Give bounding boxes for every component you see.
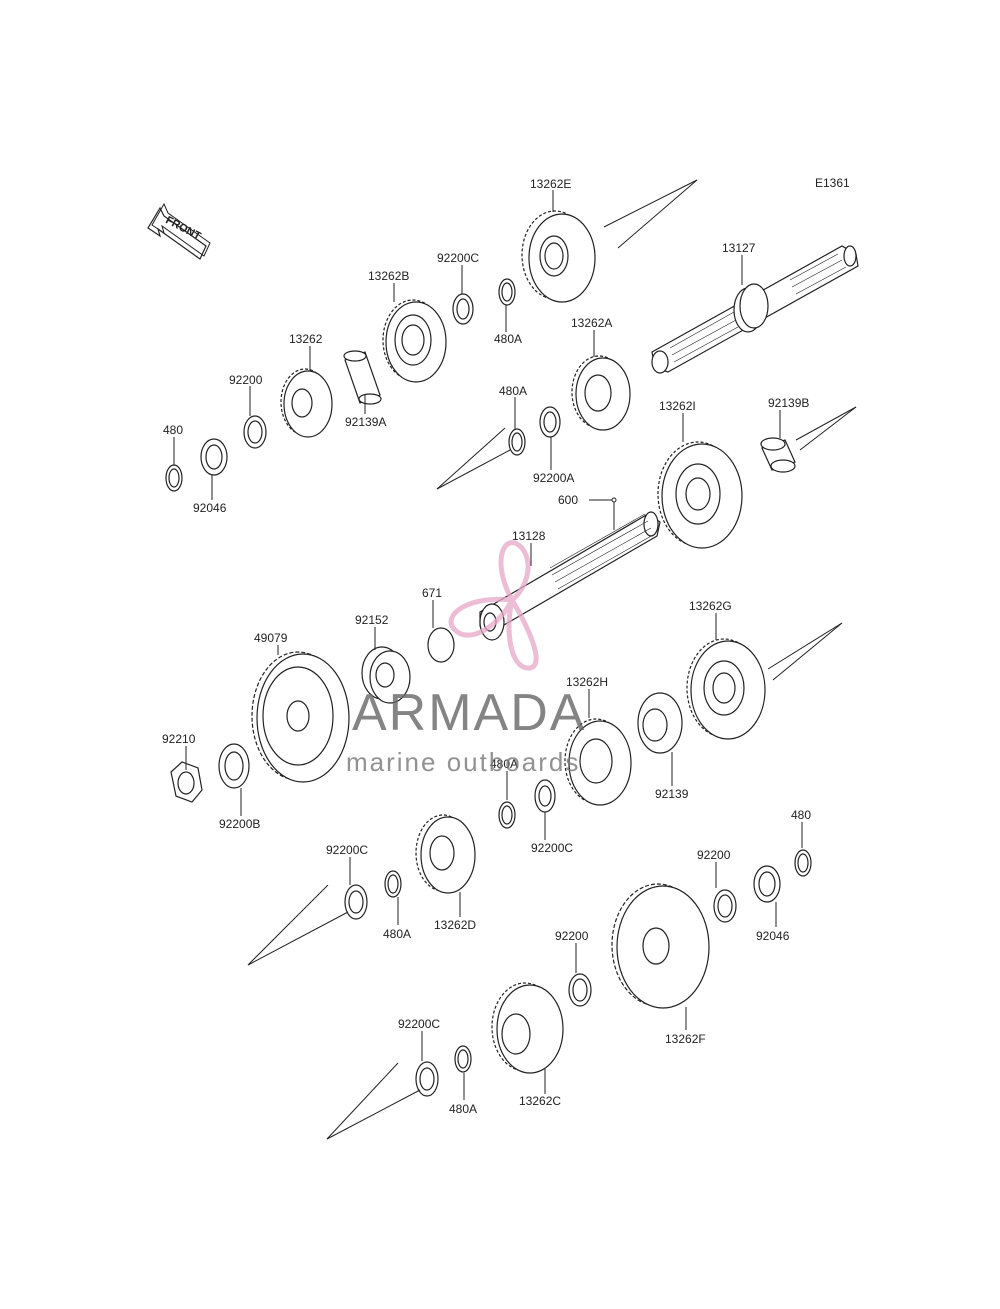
circlip-480A-top xyxy=(498,278,516,306)
axis-line xyxy=(617,179,698,249)
washer-92200-top xyxy=(243,415,267,449)
circlip-480-top xyxy=(165,464,183,492)
shaft-13127 xyxy=(651,245,859,374)
watermark: ARMADA marine outboards xyxy=(346,540,586,777)
label-92210: 92210 xyxy=(162,732,196,746)
label-92046-top: 92046 xyxy=(193,501,227,515)
label-480A-low: 480A xyxy=(490,757,518,771)
label-480-top: 480 xyxy=(163,423,183,437)
spacer-92152 xyxy=(361,646,411,704)
label-92200C-bottom: 92200C xyxy=(398,1017,440,1031)
label-92139: 92139 xyxy=(655,787,689,801)
axis-line xyxy=(436,427,506,490)
label-92200C-mid: 92200C xyxy=(531,841,573,855)
label-13262E: 13262E xyxy=(530,177,571,191)
circlip-480A-bottom xyxy=(454,1045,472,1073)
label-13262: 13262 xyxy=(289,332,323,346)
gear-13262D xyxy=(415,814,476,894)
label-92200-top: 92200 xyxy=(229,373,263,387)
washer-92200C-bottom xyxy=(415,1061,439,1097)
gear-13262F xyxy=(611,883,710,1009)
propeller-logo-icon xyxy=(448,540,539,671)
nut-92210 xyxy=(170,761,203,803)
axis-line xyxy=(767,622,843,670)
label-480A-top: 480A xyxy=(494,332,522,346)
washer-92200C-left xyxy=(344,884,368,920)
label-92200C-left: 92200C xyxy=(326,843,368,857)
label-92200A: 92200A xyxy=(533,471,574,485)
gear-13262H xyxy=(564,718,632,806)
bearing-92046-right xyxy=(753,865,781,903)
axis-line xyxy=(436,449,511,490)
label-92200-right: 92200 xyxy=(697,848,731,862)
label-480A-mid: 480A xyxy=(499,384,527,398)
front-arrow-icon: FRONT xyxy=(147,202,211,260)
washer-92200B xyxy=(218,743,250,789)
label-92139A: 92139A xyxy=(345,415,386,429)
label-13262C: 13262C xyxy=(519,1094,561,1108)
label-92139B: 92139B xyxy=(768,396,809,410)
axis-line xyxy=(795,406,857,441)
leader-dot xyxy=(611,497,617,503)
label-13262I: 13262I xyxy=(659,399,696,413)
gear-13262 xyxy=(280,368,333,438)
label-671: 671 xyxy=(422,586,442,600)
label-92200-low: 92200 xyxy=(555,929,589,943)
label-13262H: 13262H xyxy=(566,675,608,689)
circlip-480-right xyxy=(794,849,812,877)
label-13262D: 13262D xyxy=(434,918,476,932)
axis-line xyxy=(247,911,349,966)
gear-13262C xyxy=(491,982,564,1074)
washer-92200C-top xyxy=(452,293,474,325)
watermark-title: ARMADA xyxy=(352,684,586,742)
washer-92200-low xyxy=(568,973,592,1007)
label-13262F: 13262F xyxy=(665,1032,706,1046)
gear-13262A xyxy=(571,355,631,431)
circlip-480A-low xyxy=(498,801,516,829)
label-92200B: 92200B xyxy=(219,817,260,831)
circlip-480A-left xyxy=(384,870,402,898)
gear-13262E xyxy=(521,210,596,303)
washer-92200-right xyxy=(713,889,737,923)
label-480A-left: 480A xyxy=(383,927,411,941)
label-13262B: 13262B xyxy=(368,269,409,283)
axis-line xyxy=(603,179,698,228)
axis-line xyxy=(326,1089,421,1140)
axis-line xyxy=(326,1062,399,1140)
label-480-right: 480 xyxy=(791,808,811,822)
label-49079: 49079 xyxy=(254,631,288,645)
watermark-subtitle: marine outboards xyxy=(346,747,580,777)
bushing-92139A xyxy=(343,350,382,405)
oring-671 xyxy=(427,627,455,663)
axis-line xyxy=(799,406,857,451)
sprocket-49079 xyxy=(251,651,350,783)
label-92152: 92152 xyxy=(355,613,389,627)
bushing-92139 xyxy=(637,692,683,754)
label-92046-right: 92046 xyxy=(756,929,790,943)
bearing-92046-top xyxy=(200,438,228,476)
axis-line xyxy=(772,622,843,681)
label-13262A: 13262A xyxy=(571,316,612,330)
circlip-480A-mid xyxy=(508,428,526,456)
leader-lines xyxy=(173,190,803,1100)
label-13262G: 13262G xyxy=(689,599,732,613)
label-480A-bottom: 480A xyxy=(449,1102,477,1116)
washer-92200A xyxy=(539,406,561,438)
label-13127: 13127 xyxy=(722,241,756,255)
gear-13262G xyxy=(686,638,766,740)
diagram-code: E1361 xyxy=(815,176,850,190)
axis-line xyxy=(247,884,329,966)
label-92200C-top: 92200C xyxy=(437,251,479,265)
washer-92200C-mid xyxy=(534,779,556,813)
bushing-92139B xyxy=(760,437,796,473)
label-13128: 13128 xyxy=(512,529,546,543)
label-600: 600 xyxy=(558,493,578,507)
gear-13262B xyxy=(382,299,447,383)
gear-13262I xyxy=(657,441,743,549)
